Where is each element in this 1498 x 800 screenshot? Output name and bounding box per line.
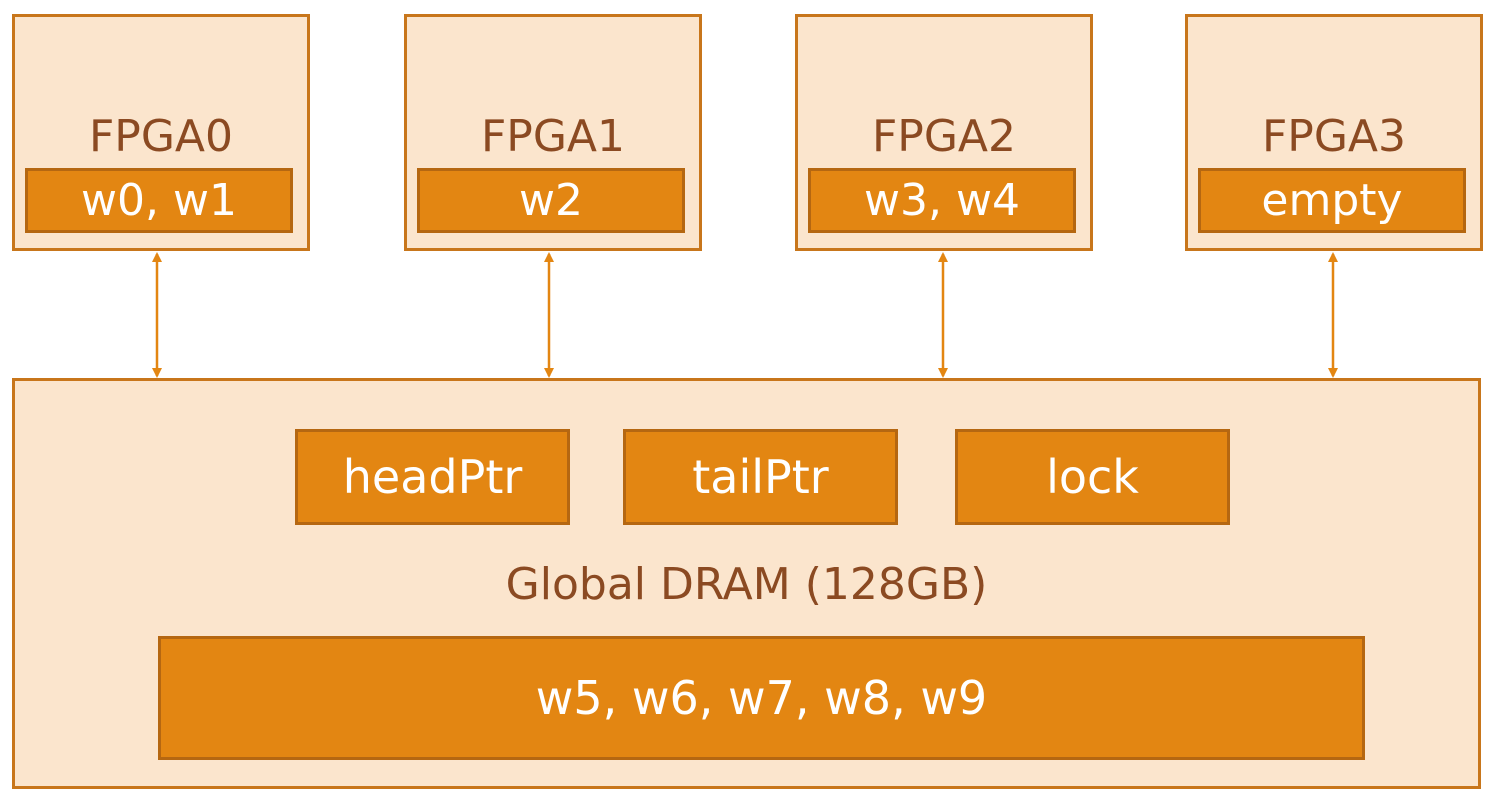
fpga1-title: FPGA1 xyxy=(480,111,626,162)
fpga3-title: FPGA3 xyxy=(1261,111,1407,162)
fpga0-box: FPGA0 w0, w1 xyxy=(12,14,310,251)
fpga3-work-items: empty xyxy=(1198,168,1466,233)
dram-work-queue: w5, w6, w7, w8, w9 xyxy=(158,636,1365,760)
fpga1-box: FPGA1 w2 xyxy=(404,14,702,251)
tail-pointer-box: tailPtr xyxy=(623,429,898,525)
global-dram-title: Global DRAM (128GB) xyxy=(505,559,988,610)
fpga2-work-items: w3, w4 xyxy=(808,168,1076,233)
fpga2-title: FPGA2 xyxy=(871,111,1017,162)
fpga1-work-items: w2 xyxy=(417,168,685,233)
fpga0-work-items: w0, w1 xyxy=(25,168,293,233)
global-dram-box: headPtr tailPtr lock Global DRAM (128GB)… xyxy=(12,378,1481,789)
fpga2-box: FPGA2 w3, w4 xyxy=(795,14,1093,251)
fpga0-title: FPGA0 xyxy=(88,111,234,162)
lock-box: lock xyxy=(955,429,1230,525)
head-pointer-box: headPtr xyxy=(295,429,570,525)
fpga3-box: FPGA3 empty xyxy=(1185,14,1483,251)
